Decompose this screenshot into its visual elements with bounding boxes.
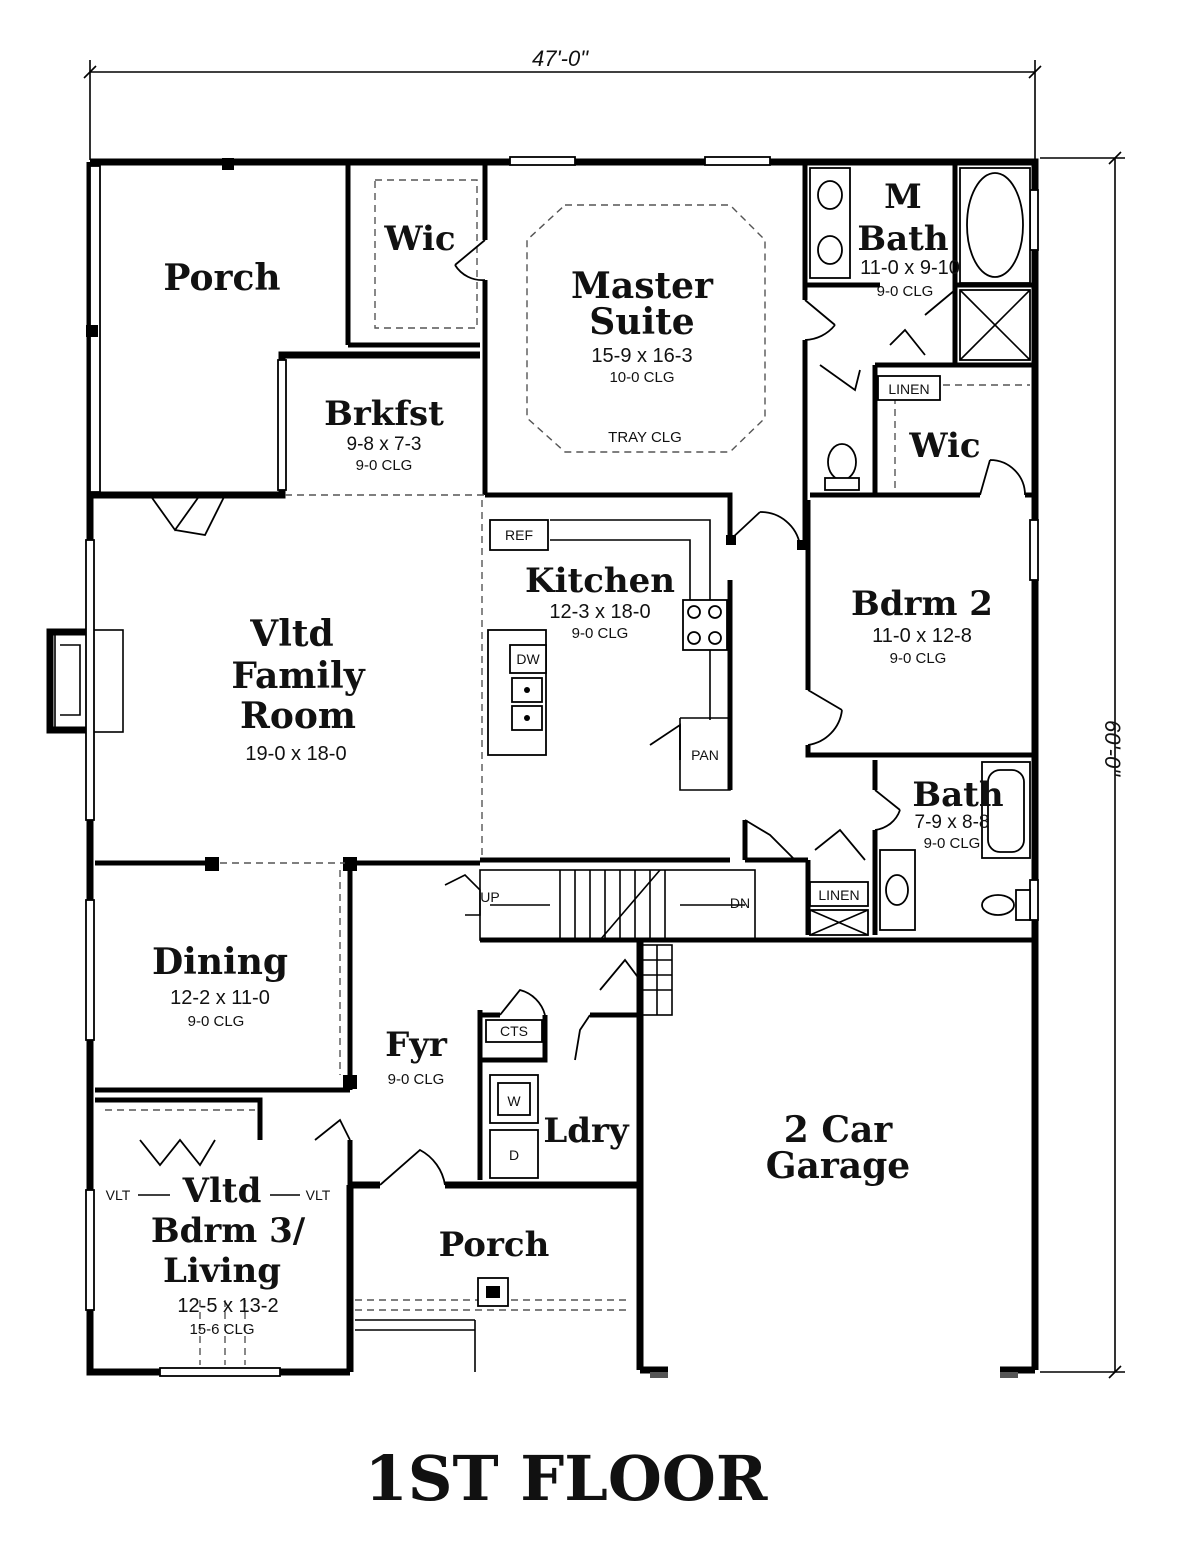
porch-rear-name: Porch <box>163 257 280 299</box>
bdrm3-name-line2: Bdrm 3/ <box>151 1211 306 1251</box>
bdrm2-size: 11-0 x 12-8 <box>872 625 972 647</box>
kitchen-name: Kitchen <box>525 561 675 601</box>
porch-front-name: Porch <box>439 1225 550 1265</box>
floor-title: 1ST FLOOR <box>365 1442 768 1515</box>
kitchen-fixtures <box>487 519 731 791</box>
kitchen-size: 12-3 x 18-0 <box>549 601 650 623</box>
washer-label: W <box>507 1093 521 1109</box>
family-name-line1: Vltd <box>249 613 333 655</box>
depth-dimension: 60'-0" <box>1040 151 1125 1379</box>
foyer-ceiling: 9-0 CLG <box>388 1071 445 1088</box>
depth-dimension-label: 60'-0" <box>1100 720 1125 777</box>
bath-size: 7-9 x 8-8 <box>915 812 990 833</box>
family-name-line2: Family <box>231 655 365 697</box>
dining-size: 12-2 x 11-0 <box>170 987 270 1009</box>
mbath-name-line2: Bath <box>857 219 948 259</box>
bath-ceiling: 9-0 CLG <box>924 835 981 852</box>
vault-right-label: VLT <box>306 1187 331 1203</box>
garage-name-line2: Garage <box>766 1145 910 1187</box>
room-porch-rear: Porch <box>163 257 280 299</box>
stairs-up-label: UP <box>480 889 499 905</box>
room-kitchen: Kitchen 12-3 x 18-0 9-0 CLG <box>525 561 675 642</box>
master-name-line1: Master <box>571 265 714 307</box>
room-master-suite: Master Suite 15-9 x 16-3 10-0 CLG TRAY C… <box>571 265 714 446</box>
bdrm2-ceiling: 9-0 CLG <box>890 650 947 667</box>
garage-name-line1: 2 Car <box>784 1109 894 1151</box>
room-bedroom-2: Bdrm 2 11-0 x 12-8 9-0 CLG <box>851 584 993 667</box>
linen-bottom-label: LINEN <box>818 887 859 903</box>
room-wic-2: Wic <box>908 426 980 466</box>
wic-2-name: Wic <box>908 426 980 466</box>
room-garage: 2 Car Garage <box>766 1109 910 1187</box>
foyer-name: Fyr <box>385 1025 448 1065</box>
room-wic-master: Wic <box>383 219 455 259</box>
room-bedroom-3: Vltd Bdrm 3/ Living 12-5 x 13-2 15-6 CLG <box>151 1171 306 1338</box>
interior-walls <box>95 162 1035 1185</box>
master-bath-fixtures <box>809 167 1031 491</box>
mbath-size: 11-0 x 9-10 <box>860 257 960 279</box>
bdrm3-name-line3: Living <box>163 1251 281 1291</box>
kitchen-ceiling: 9-0 CLG <box>572 625 629 642</box>
room-laundry: Ldry <box>543 1111 630 1151</box>
stairs <box>444 869 756 941</box>
cts-label: CTS <box>500 1023 528 1039</box>
dining-ceiling: 9-0 CLG <box>188 1013 245 1030</box>
stairs-down-label: DN <box>730 895 750 911</box>
wic-master-name: Wic <box>383 219 455 259</box>
pantry-label: PAN <box>691 747 719 763</box>
master-ceiling: 10-0 CLG <box>609 369 674 386</box>
brkfst-name: Brkfst <box>324 394 444 434</box>
vault-left-label: VLT <box>106 1187 131 1203</box>
brkfst-size: 9-8 x 7-3 <box>347 434 422 455</box>
bath-fixtures <box>809 761 1031 936</box>
brkfst-ceiling: 9-0 CLG <box>356 457 413 474</box>
room-family: Vltd Family Room 19-0 x 18-0 <box>231 613 365 765</box>
fixture-labels: REF DW PAN LINEN LINEN UP DN CTS W D VLT… <box>106 375 941 1203</box>
linen-top-label: LINEN <box>888 381 929 397</box>
bdrm3-size: 12-5 x 13-2 <box>177 1295 278 1317</box>
bdrm3-name-line1: Vltd <box>182 1171 262 1211</box>
master-size: 15-9 x 16-3 <box>591 345 692 367</box>
room-porch-front: Porch <box>439 1225 550 1265</box>
mbath-ceiling: 9-0 CLG <box>877 283 934 300</box>
room-bath: Bath 7-9 x 8-8 9-0 CLG <box>912 775 1003 852</box>
room-foyer: Fyr 9-0 CLG <box>385 1025 448 1088</box>
room-breakfast: Brkfst 9-8 x 7-3 9-0 CLG <box>324 394 444 474</box>
garage-steps <box>641 944 673 1016</box>
family-size: 19-0 x 18-0 <box>245 743 346 765</box>
mbath-name-line1: M <box>884 177 922 217</box>
width-dimension: 47'-0" <box>83 46 1042 160</box>
dw-label: DW <box>516 651 540 667</box>
master-tray-note: TRAY CLG <box>608 429 682 446</box>
family-name-line3: Room <box>240 695 356 737</box>
master-name-line2: Suite <box>589 301 694 343</box>
bdrm2-name: Bdrm 2 <box>851 584 993 624</box>
front-steps <box>355 1277 509 1372</box>
width-dimension-label: 47'-0" <box>532 46 589 71</box>
room-dining: Dining 12-2 x 11-0 9-0 CLG <box>152 941 288 1030</box>
bdrm3-ceiling: 15-6 CLG <box>189 1321 254 1338</box>
laundry-name: Ldry <box>543 1111 630 1151</box>
room-master-bath: M Bath 11-0 x 9-10 9-0 CLG <box>857 177 959 300</box>
dining-name: Dining <box>152 941 288 983</box>
dryer-label: D <box>509 1147 519 1163</box>
laundry-fixtures <box>485 1019 543 1179</box>
ref-label: REF <box>505 527 533 543</box>
bath-name: Bath <box>912 775 1003 815</box>
